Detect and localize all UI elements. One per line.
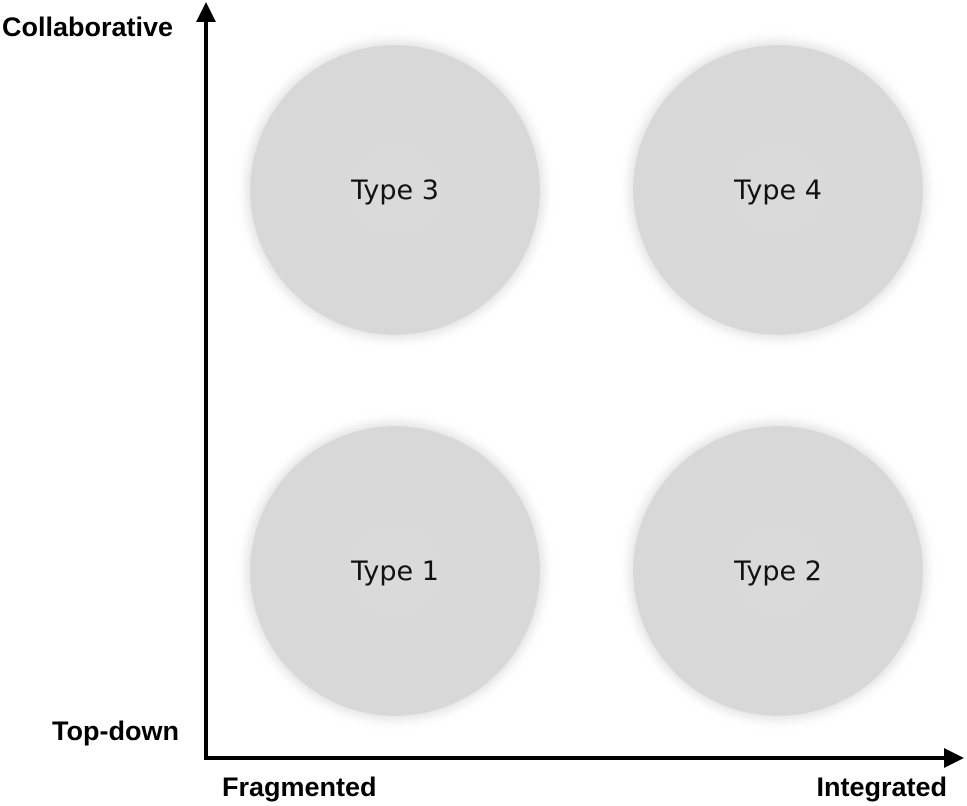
y-axis-bottom-label: Top-down: [52, 716, 179, 746]
quadrant-circle-type-1: Type 1: [250, 426, 540, 716]
quadrant-circle-type-4: Type 4: [633, 45, 923, 335]
y-axis-arrowhead: [196, 2, 216, 22]
quadrant-label: Type 4: [734, 174, 822, 206]
y-axis-top-label: Collaborative: [2, 12, 174, 42]
quadrant-label: Type 1: [351, 555, 439, 587]
quadrant-label: Type 3: [351, 174, 439, 206]
quadrant-circle-type-3: Type 3: [250, 45, 540, 335]
x-axis-right-label: Integrated: [816, 772, 947, 802]
quadrant-label: Type 2: [734, 555, 822, 587]
x-axis-arrowhead: [944, 748, 964, 768]
x-axis-left-label: Fragmented: [222, 772, 377, 802]
quadrant-circle-type-2: Type 2: [633, 426, 923, 716]
